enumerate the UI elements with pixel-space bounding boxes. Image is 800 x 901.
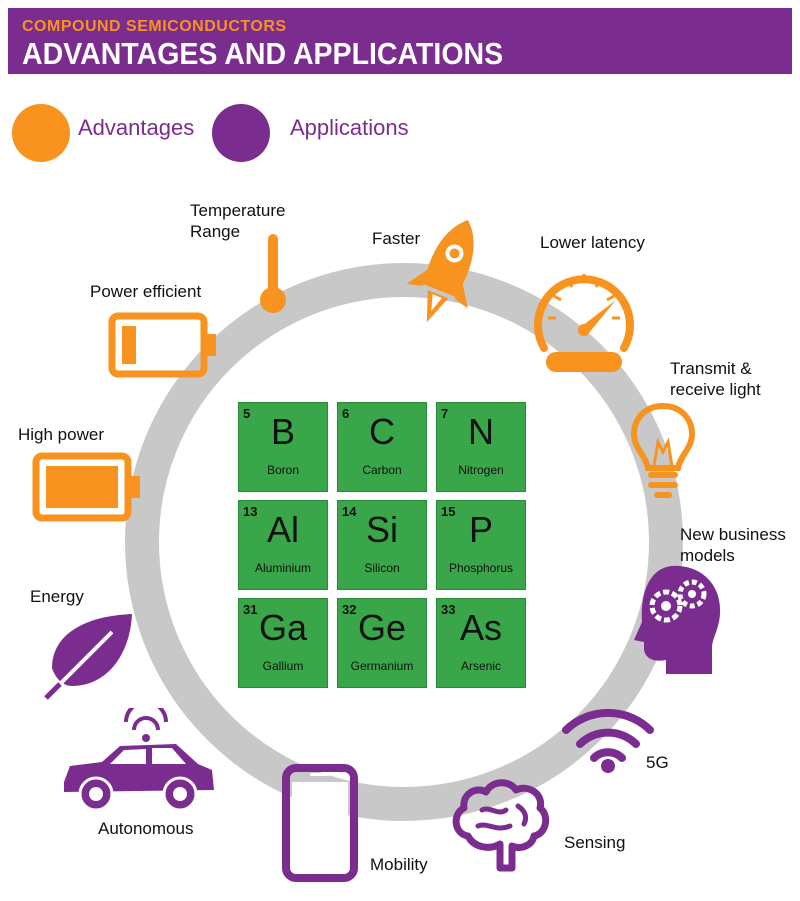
- element-name: Boron: [266, 463, 300, 477]
- label-latency: Lower latency: [540, 233, 645, 252]
- label-faster: Faster: [372, 229, 421, 248]
- element-tile: 5 B Boron: [238, 402, 328, 492]
- element-symbol: C: [369, 411, 395, 452]
- head-gears-icon: [634, 565, 721, 674]
- legend-label-advantages: Advantages: [78, 115, 195, 140]
- element-symbol: Al: [266, 509, 299, 550]
- element-number: 7: [441, 406, 449, 421]
- element-number: 33: [441, 602, 456, 617]
- element-symbol: Ga: [258, 607, 308, 648]
- smartphone-icon: [282, 764, 358, 882]
- element-number: 14: [342, 504, 357, 519]
- element-number: 6: [342, 406, 350, 421]
- element-symbol: P: [468, 509, 493, 550]
- element-number: 13: [243, 504, 258, 519]
- header-banner: COMPOUND SEMICONDUCTORS ADVANTAGES AND A…: [8, 8, 792, 74]
- label-temperature: Temperature Range: [190, 201, 286, 241]
- label-sensing: Sensing: [564, 833, 626, 852]
- label-energy: Energy: [30, 587, 84, 606]
- element-tile: 14 Si Silicon: [337, 500, 427, 590]
- label-transmit: Transmit & receive light: [670, 359, 761, 399]
- element-symbol: Ge: [357, 607, 407, 648]
- legend-dot-applications: [212, 104, 270, 162]
- element-symbol: B: [270, 411, 295, 452]
- element-tile: 33 As Arsenic: [436, 598, 526, 688]
- wifi-icon: [562, 708, 654, 773]
- element-name: Silicon: [364, 561, 400, 575]
- element-name: Phosphorus: [448, 561, 514, 575]
- label-5g: 5G: [646, 753, 669, 772]
- rocket-icon: [406, 220, 474, 323]
- thermometer-icon: [260, 234, 286, 313]
- legend-dot-advantages: [12, 104, 70, 162]
- element-number: 31: [243, 602, 258, 617]
- autonomous-car-icon: [64, 708, 214, 812]
- element-tile: 6 C Carbon: [337, 402, 427, 492]
- header-title: ADVANTAGES AND APPLICATIONS: [22, 36, 504, 71]
- label-power-efficient: Power efficient: [90, 282, 202, 301]
- element-symbol: N: [468, 411, 494, 452]
- element-symbol: As: [459, 607, 502, 648]
- element-tile: 32 Ge Germanium: [337, 598, 427, 688]
- battery-full-icon: [32, 452, 140, 522]
- element-name: Germanium: [350, 659, 414, 673]
- element-name: Nitrogen: [458, 463, 504, 477]
- element-tile: 13 Al Aluminium: [238, 500, 328, 590]
- element-tile: 7 N Nitrogen: [436, 402, 526, 492]
- label-autonomous: Autonomous: [98, 819, 194, 838]
- label-mobility: Mobility: [370, 855, 428, 874]
- header-kicker: COMPOUND SEMICONDUCTORS: [22, 18, 287, 35]
- leaf-icon: [44, 614, 132, 700]
- label-business: New business models: [680, 525, 786, 565]
- legend-label-applications: Applications: [290, 115, 409, 140]
- light-bulb-icon: [630, 402, 696, 498]
- ring: [125, 263, 683, 821]
- element-number: 5: [243, 406, 251, 421]
- element-name: Carbon: [362, 463, 402, 477]
- element-number: 32: [342, 602, 357, 617]
- element-number: 15: [441, 504, 456, 519]
- battery-low-icon: [108, 312, 216, 378]
- element-name: Gallium: [262, 659, 304, 673]
- speedometer-icon: [534, 274, 634, 372]
- element-name: Aluminium: [254, 561, 311, 575]
- element-symbol: Si: [365, 509, 398, 550]
- element-tile: 15 P Phosphorus: [436, 500, 526, 590]
- element-tile: 31 Ga Gallium: [238, 598, 328, 688]
- element-name: Arsenic: [460, 659, 501, 673]
- label-high-power: High power: [18, 425, 104, 444]
- brain-icon: [452, 779, 550, 872]
